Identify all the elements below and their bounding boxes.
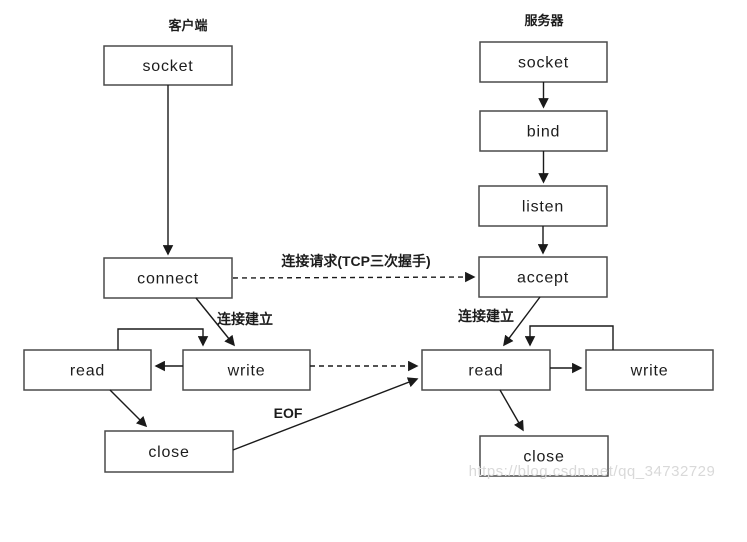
server-read-label: read bbox=[468, 363, 503, 380]
client-read-label: read bbox=[70, 363, 105, 380]
client-write-node: write bbox=[182, 349, 311, 391]
server-write-box bbox=[585, 349, 714, 391]
client-connect-label: connect bbox=[137, 271, 199, 288]
server-read-node: read bbox=[421, 349, 551, 391]
arrow-server-read-to-close bbox=[499, 389, 524, 432]
server-close-box bbox=[479, 435, 609, 477]
label-connection-established-client: 连接建立 bbox=[217, 311, 273, 327]
server-socket-label: socket bbox=[518, 55, 569, 72]
client-column-title: 客户端 bbox=[168, 18, 207, 33]
server-accept-label: accept bbox=[517, 270, 569, 287]
client-close-label: close bbox=[148, 444, 189, 461]
label-connection-request: 连接请求(TCP三次握手) bbox=[281, 253, 430, 269]
client-socket-box bbox=[103, 45, 233, 86]
arrow-connect-to-client-write bbox=[195, 297, 235, 347]
server-accept-node: accept bbox=[478, 256, 608, 298]
label-connection-established-server: 连接建立 bbox=[458, 308, 514, 324]
server-write-label: write bbox=[630, 363, 669, 380]
arrow-server-write-loop-to-read bbox=[524, 325, 614, 350]
client-socket-node: socket bbox=[103, 45, 233, 86]
client-connect-node: connect bbox=[103, 257, 233, 299]
arrow-client-close-to-server-read-eof bbox=[232, 377, 419, 451]
label-eof: EOF bbox=[274, 405, 303, 421]
client-write-box bbox=[182, 349, 311, 391]
client-write-label: write bbox=[227, 363, 266, 380]
server-column-title: 服务器 bbox=[524, 13, 564, 28]
client-socket-label: socket bbox=[142, 58, 193, 75]
server-socket-node: socket bbox=[479, 41, 608, 83]
client-read-box bbox=[23, 349, 152, 391]
server-bind-node: bind bbox=[479, 110, 608, 152]
server-listen-label: listen bbox=[522, 199, 564, 216]
client-close-box bbox=[104, 430, 234, 473]
server-close-node: close bbox=[479, 435, 609, 477]
arrow-accept-to-server-read bbox=[503, 296, 541, 347]
server-write-node: write bbox=[585, 349, 714, 391]
server-close-label: close bbox=[523, 449, 564, 466]
watermark-text: https://blog.csdn.net/qq_34732729 bbox=[469, 463, 716, 480]
client-read-node: read bbox=[23, 349, 152, 391]
client-close-node: close bbox=[104, 430, 234, 473]
arrow-client-read-to-close bbox=[109, 389, 148, 428]
arrow-client-read-loop-to-write bbox=[117, 328, 209, 350]
server-listen-box bbox=[478, 185, 608, 227]
server-listen-node: listen bbox=[478, 185, 608, 227]
server-read-box bbox=[421, 349, 551, 391]
server-bind-label: bind bbox=[527, 124, 560, 141]
client-connect-box bbox=[103, 257, 233, 299]
server-socket-box bbox=[479, 41, 608, 83]
arrow-connect-to-accept-dashed bbox=[232, 271, 476, 283]
server-accept-box bbox=[478, 256, 608, 298]
